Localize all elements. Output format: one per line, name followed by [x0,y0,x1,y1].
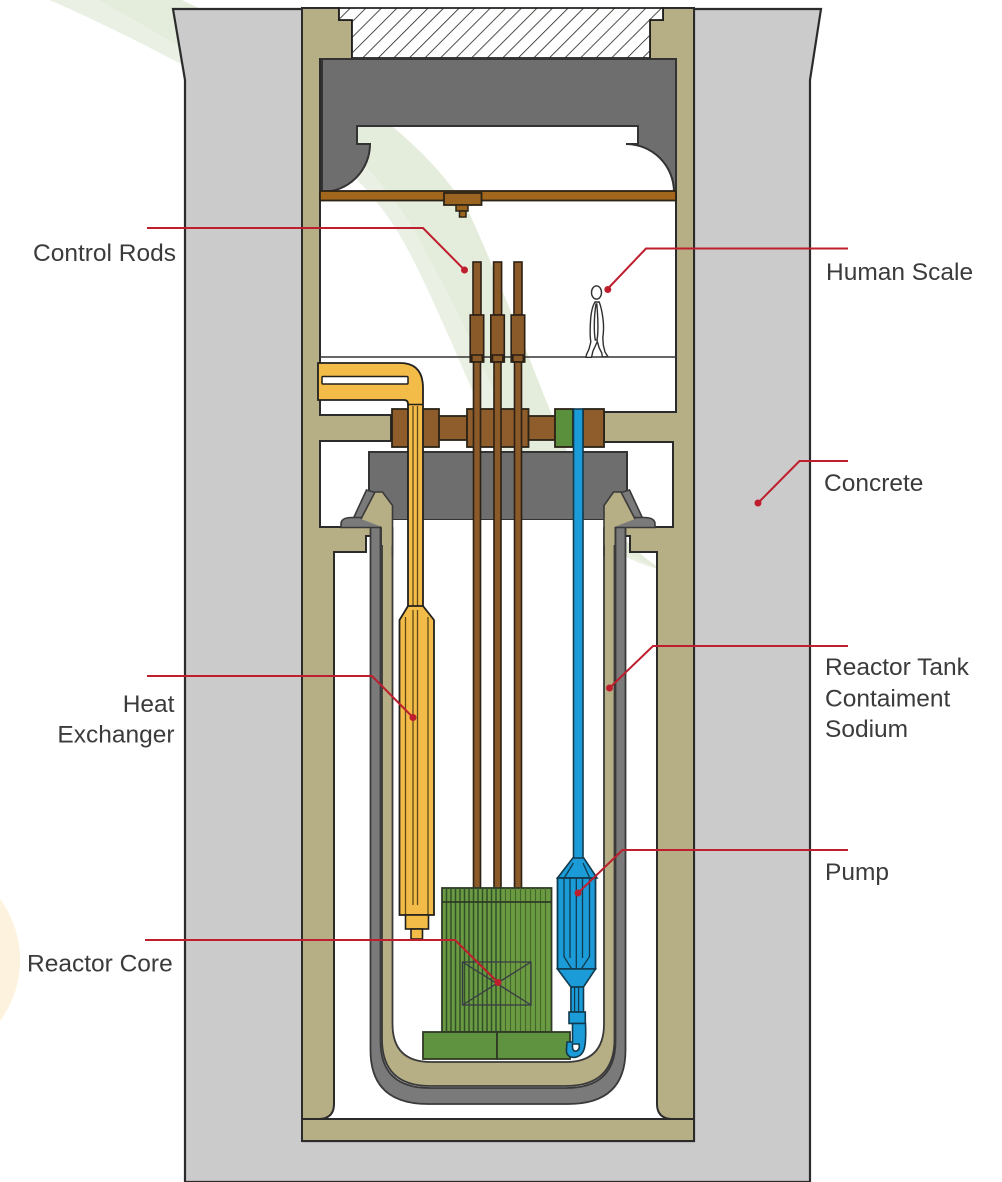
svg-text:Pump: Pump [825,859,889,886]
svg-text:Control Rods: Control Rods [33,240,176,267]
svg-text:Exchanger: Exchanger [57,722,174,749]
svg-text:Concrete: Concrete [824,470,923,497]
svg-text:Reactor Core: Reactor Core [27,951,173,978]
svg-text:Contaiment: Contaiment [825,686,950,713]
svg-text:Sodium: Sodium [825,716,908,743]
svg-text:Heat: Heat [123,691,175,718]
svg-text:Reactor Tank: Reactor Tank [825,654,970,681]
svg-text:Human Scale: Human Scale [826,259,973,286]
